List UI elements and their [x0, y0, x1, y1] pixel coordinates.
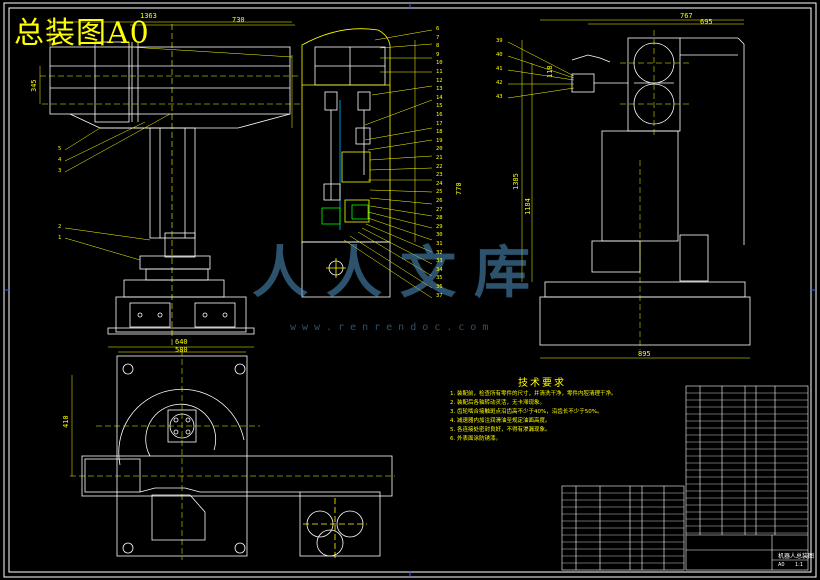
part-number-label: 37 [436, 292, 443, 299]
tech-requirement-item: 5. 各连接处密封良好，不得有渗漏现象。 [450, 427, 551, 433]
section-leaders [343, 29, 433, 299]
top-centerlines [70, 350, 395, 560]
part-number-label: 26 [436, 198, 443, 204]
part-number-label: 29 [436, 223, 443, 230]
part-number-label: 24 [436, 180, 443, 187]
part-number-label: 41 [496, 66, 503, 72]
dim-640: 640 [175, 338, 188, 346]
part-number-label: 16 [436, 112, 443, 118]
dim-770: 770 [455, 182, 463, 195]
tech-requirement-item: 6. 外表面涂防锈漆。 [450, 436, 501, 442]
part-number-label: 25 [436, 189, 443, 196]
part-number-label: 27 [436, 206, 443, 213]
title-block-scale: 1:1 [795, 562, 804, 568]
part-number-label: 43 [496, 94, 503, 100]
dim-118: 118 [546, 65, 554, 78]
dim-695: 695 [700, 18, 713, 26]
part-number-label: 36 [436, 284, 443, 290]
tech-requirements-list: 1. 装配前，检查所有零件的尺寸，并清洗干净，零件内腔清理干净。 2. 装配后各轴… [450, 390, 680, 444]
dim-1385: 1385 [512, 173, 520, 190]
title-block-drawing-name: 机器人总装图 [778, 553, 815, 560]
part-number-label: 31 [436, 241, 443, 247]
part-number-label: 1 [58, 235, 62, 241]
part-number-label: 39 [496, 38, 503, 44]
dim-580: 580 [175, 346, 188, 354]
dim-1363: 1363 [140, 12, 157, 20]
part-number-label: 2 [58, 224, 62, 230]
bom-table-right-rows [686, 392, 808, 534]
part-number-label: 3 [58, 168, 62, 174]
part-number-label: 7 [436, 34, 440, 41]
part-number-label: 9 [436, 51, 440, 58]
part-number-label: 18 [436, 129, 443, 136]
dim-895: 895 [638, 350, 651, 358]
part-number-label: 6 [436, 26, 440, 32]
side-view [49, 41, 291, 335]
part-number-label: 4 [58, 157, 62, 163]
part-number-label: 15 [436, 103, 443, 110]
part-number-label: 32 [436, 249, 443, 256]
dim-345: 345 [30, 79, 38, 92]
tech-requirement-item: 1. 装配前，检查所有零件的尺寸，并清洗干净，零件内腔清理干净。 [450, 391, 617, 397]
part-number-label: 34 [436, 266, 443, 273]
part-number-label: 8 [436, 43, 440, 50]
drawing-frame [3, 2, 817, 578]
right-dimension-lines [507, 19, 750, 359]
bom-table-right [685, 385, 809, 571]
part-number-label: 30 [436, 232, 443, 239]
part-number-label: 14 [436, 94, 443, 101]
part-number-label: 21 [436, 155, 443, 161]
tech-requirement-item: 2. 装配后各轴转动灵活，无卡滞现象。 [450, 400, 545, 406]
bom-table-left-rows [562, 492, 684, 564]
part-number-label: 19 [436, 137, 443, 144]
tech-requirement-item: 3. 齿轮啮合接触斑点沿齿高不少于40%，沿齿长不少于50%。 [450, 409, 603, 415]
side-centerlines [40, 24, 300, 345]
title-block-sheet: A0 [778, 562, 785, 568]
dim-767: 767 [680, 12, 693, 20]
part-number-label: 35 [436, 275, 443, 282]
top-dimension-lines [71, 346, 254, 476]
part-number-label: 40 [496, 52, 503, 58]
part-number-label: 13 [436, 86, 443, 93]
part-number-label: 22 [436, 163, 443, 170]
section-view [301, 28, 391, 298]
dim-730: 730 [232, 16, 245, 24]
dim-410: 410 [62, 415, 70, 428]
part-number-label: 5 [58, 146, 62, 152]
part-number-label: 20 [436, 146, 443, 153]
dim-1184: 1184 [524, 198, 532, 215]
right-centerlines [620, 30, 690, 350]
part-number-label: 23 [436, 172, 443, 179]
part-number-label: 12 [436, 77, 443, 84]
top-view [81, 355, 393, 558]
tech-requirement-item: 4. 减速器内加注润滑油至规定油面高度。 [450, 418, 551, 424]
part-number-label: 17 [436, 120, 443, 127]
tech-requirements-title: 技术要求 [518, 378, 566, 389]
part-number-label: 33 [436, 258, 443, 265]
part-number-label: 10 [436, 60, 443, 67]
part-number-label: 11 [436, 69, 443, 75]
part-number-label: 28 [436, 215, 443, 222]
side-dimension-lines [39, 18, 295, 261]
part-number-label: 42 [496, 80, 503, 86]
drawing-title: 总装图A0 [14, 16, 150, 51]
